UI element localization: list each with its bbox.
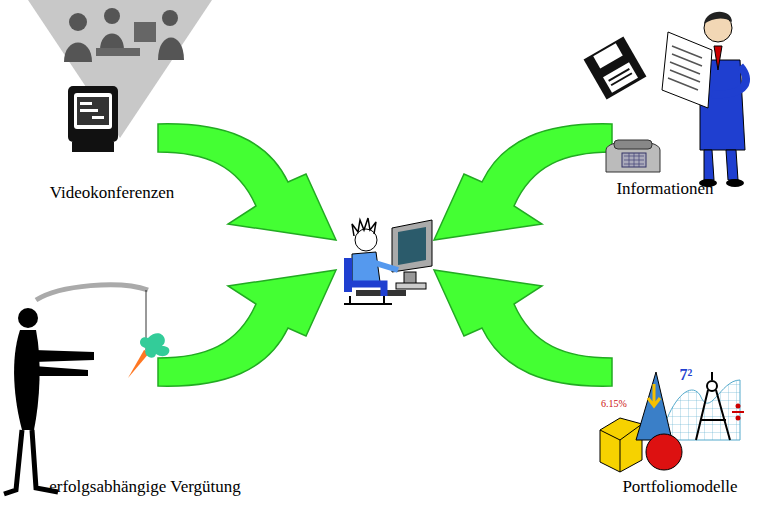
- image-caption: erfolgsabhängige Vergütung: [49, 478, 241, 497]
- videoconference-icon: [28, 0, 212, 152]
- percent-figure: 6.15%: [601, 398, 627, 409]
- green-arrow: [158, 270, 336, 386]
- green-arrow: [434, 124, 612, 240]
- image-caption: Portfoliomodelle: [622, 478, 737, 497]
- carrot-stick-figure: [4, 285, 169, 494]
- image-caption: Videokonferenzen: [50, 184, 175, 203]
- power-figure: 7²: [680, 366, 693, 384]
- information-icon: [584, 12, 746, 187]
- person-at-computer: [344, 218, 432, 304]
- green-arrow: [434, 270, 612, 386]
- geometry-icon: [600, 372, 744, 472]
- green-arrow: [158, 124, 336, 240]
- image-caption: Informationen: [616, 180, 713, 199]
